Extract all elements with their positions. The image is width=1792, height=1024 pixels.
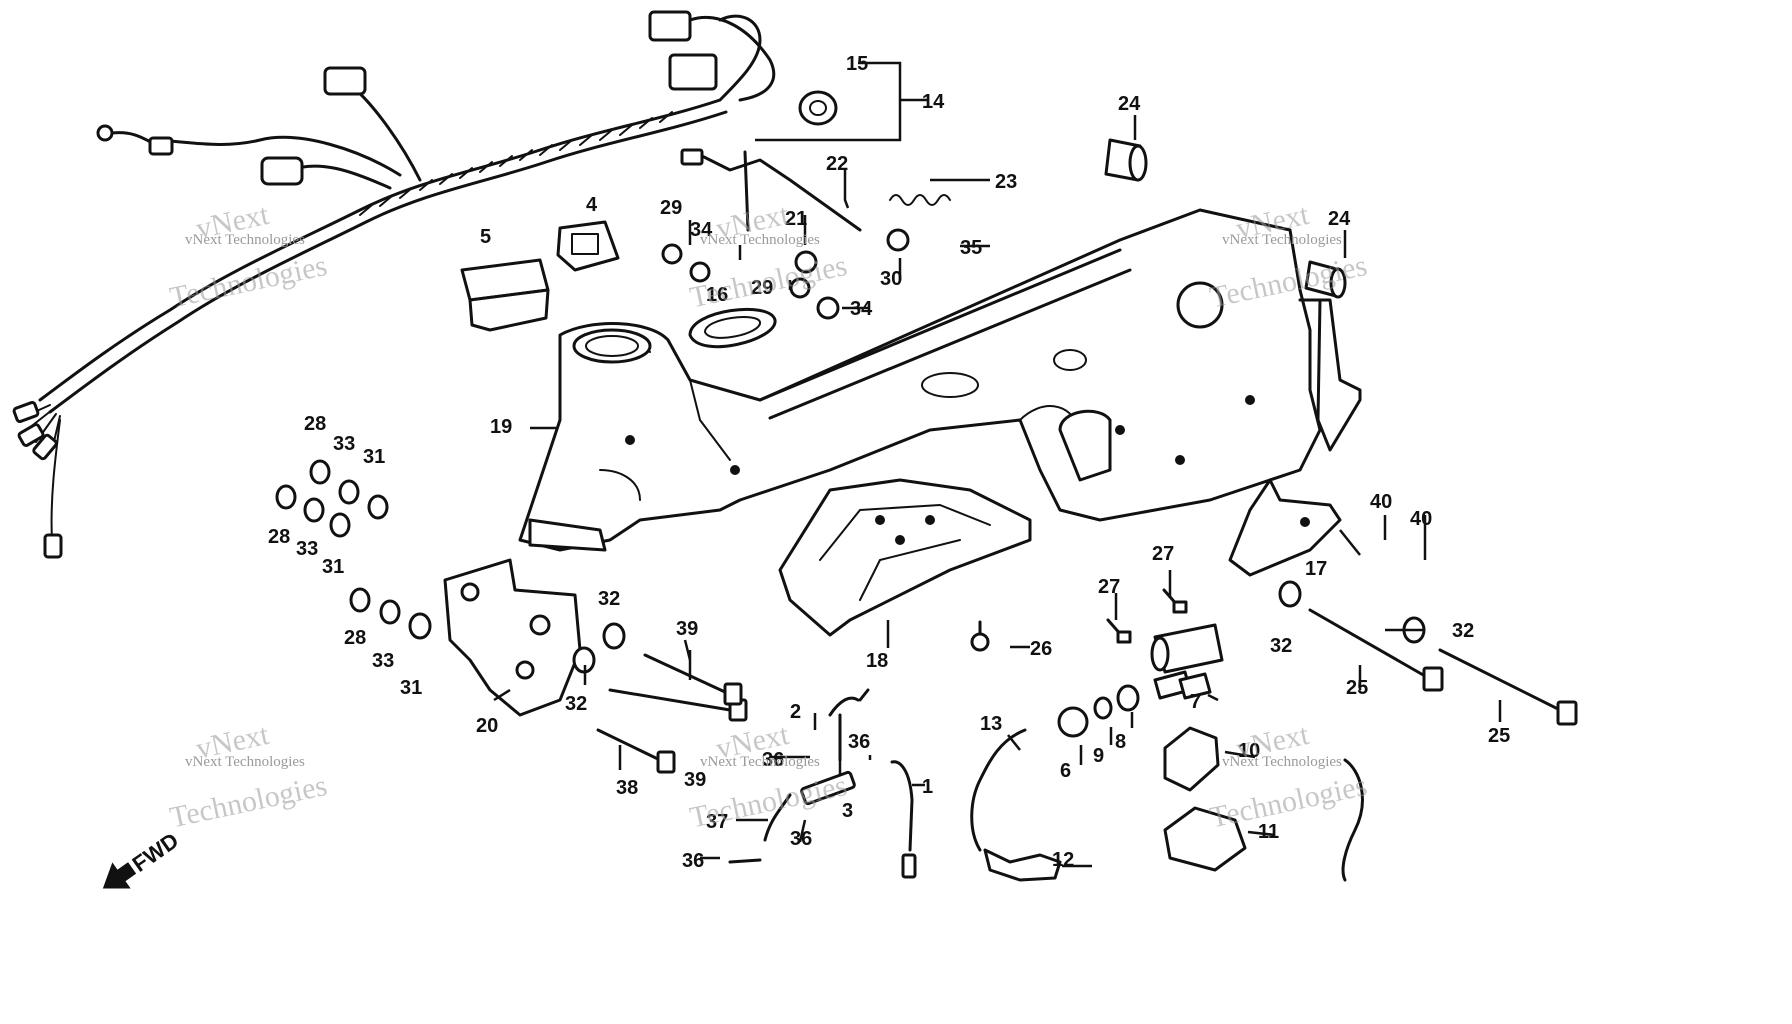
label-36c: 36 <box>790 828 812 850</box>
bolts <box>596 580 1578 774</box>
watermark-big-2b: Technologies <box>167 769 330 834</box>
label-22: 22 <box>826 153 848 175</box>
label-39a: 39 <box>676 618 698 640</box>
fwd-arrow: FWD <box>102 828 183 889</box>
label-31a: 31 <box>363 446 385 468</box>
part-23-spring <box>889 194 951 206</box>
label-24a: 24 <box>1118 93 1141 115</box>
label-20: 20 <box>476 715 498 737</box>
label-5: 5 <box>480 226 491 248</box>
watermark-small-1: vNext Technologies <box>185 232 305 248</box>
watermark-big-1b: Technologies <box>167 249 330 314</box>
label-39b: 39 <box>684 769 706 791</box>
label-12: 12 <box>1052 849 1074 871</box>
label-2: 2 <box>790 701 801 723</box>
label-29b: 29 <box>751 277 773 299</box>
watermark-big-6b: Technologies <box>1207 769 1370 834</box>
watermark-small-6: vNext Technologies <box>1222 754 1342 770</box>
label-16: 16 <box>706 284 728 306</box>
label-32b: 32 <box>565 693 587 715</box>
cables <box>728 688 1364 882</box>
small-hardware-right <box>970 588 1247 872</box>
label-14: 14 <box>922 91 945 113</box>
label-18: 18 <box>866 650 888 672</box>
label-31b: 31 <box>322 556 344 578</box>
label-23: 23 <box>995 171 1017 193</box>
label-33a: 33 <box>333 433 355 455</box>
label-36b: 36 <box>848 731 870 753</box>
label-34b: 34 <box>850 298 873 320</box>
label-28b: 28 <box>268 526 290 548</box>
label-29a: 29 <box>660 197 682 219</box>
label-38: 38 <box>616 777 638 799</box>
part-22-bracket <box>680 148 862 232</box>
label-9: 9 <box>1093 745 1104 767</box>
label-32d: 32 <box>1452 620 1474 642</box>
label-4: 4 <box>586 194 598 216</box>
label-40b: 40 <box>1410 508 1432 530</box>
label-28a: 28 <box>304 413 326 435</box>
watermark-big-4b: Technologies <box>687 769 850 834</box>
label-25a: 25 <box>1346 677 1368 699</box>
label-17: 17 <box>1305 558 1327 580</box>
label-26: 26 <box>1030 638 1052 660</box>
washer-set-left <box>275 459 626 674</box>
part-labels: 1 2 3 4 5 6 7 8 9 10 11 12 13 14 15 16 1… <box>268 53 1510 872</box>
label-1: 1 <box>922 776 933 798</box>
label-3: 3 <box>842 800 853 822</box>
part-18-skid-plate <box>778 478 1032 637</box>
label-28c: 28 <box>344 627 366 649</box>
label-36d: 36 <box>682 850 704 872</box>
label-15: 15 <box>846 53 868 75</box>
label-13: 13 <box>980 713 1002 735</box>
label-25b: 25 <box>1488 725 1510 747</box>
label-32c: 32 <box>1270 635 1292 657</box>
part-19-main-frame <box>518 208 1362 552</box>
part-4-relay <box>556 220 620 272</box>
label-33c: 33 <box>372 650 394 672</box>
label-36a: 36 <box>762 749 784 771</box>
label-11: 11 <box>1258 821 1279 843</box>
label-34a: 34 <box>690 219 713 241</box>
watermark-small-5: vNext Technologies <box>1222 232 1342 248</box>
label-35: 35 <box>960 237 982 259</box>
leader-lines <box>493 61 1502 868</box>
label-24b: 24 <box>1328 208 1351 230</box>
label-40a: 40 <box>1370 491 1392 513</box>
label-6: 6 <box>1060 760 1071 782</box>
label-21: 21 <box>785 208 807 230</box>
watermark-small-3: vNext Technologies <box>700 232 820 248</box>
part-16-grommet <box>688 307 777 349</box>
part-24-collar <box>1104 138 1347 299</box>
fwd-label: FWD <box>128 828 183 877</box>
part-15-grommet <box>798 90 838 126</box>
label-33b: 33 <box>296 538 318 560</box>
label-10: 10 <box>1238 740 1260 762</box>
part-5-cover <box>460 258 550 332</box>
watermark-small-4: vNext Technologies <box>700 754 820 770</box>
part-17-bracket <box>1228 478 1342 577</box>
small-nuts-top <box>661 228 910 320</box>
label-7: 7 <box>1190 691 1201 713</box>
label-8: 8 <box>1115 731 1126 753</box>
label-37: 37 <box>706 811 728 833</box>
label-27b: 27 <box>1098 576 1120 598</box>
label-30: 30 <box>880 268 902 290</box>
part-20-bracket <box>443 558 582 717</box>
fwd-arrow-icon <box>102 862 137 889</box>
label-27a: 27 <box>1152 543 1174 565</box>
label-31c: 31 <box>400 677 422 699</box>
label-32a: 32 <box>598 588 620 610</box>
watermark-small-2: vNext Technologies <box>185 754 305 770</box>
label-19: 19 <box>490 416 512 438</box>
wire-harness <box>12 10 776 559</box>
